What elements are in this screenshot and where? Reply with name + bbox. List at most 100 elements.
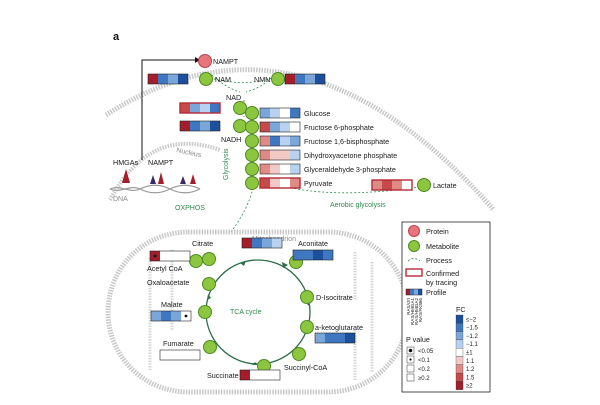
succinyl-coa-label: Succinyl-CoA xyxy=(284,363,327,372)
fc-swatch xyxy=(455,381,464,390)
nmn-node xyxy=(271,72,285,86)
nam-profile-strip xyxy=(147,73,189,85)
pyruvate-node xyxy=(245,176,259,190)
nucleus-label: Nucleus xyxy=(176,147,203,159)
tca-cycle-label: TCA cycle xyxy=(230,309,262,316)
p-swatch xyxy=(406,364,415,373)
oxphos-label: OXPHOS xyxy=(175,205,205,212)
p-level-label: <0.2 xyxy=(418,367,431,373)
acetyl-coa-node xyxy=(189,254,203,268)
legend-p-title: P value xyxy=(406,335,430,344)
d-isocitrate-label: D-Isocitrate xyxy=(316,293,353,302)
pyruvate-profile-strip xyxy=(259,177,301,189)
p-level-label: <0.05 xyxy=(418,349,434,355)
akg-profile-strip xyxy=(314,332,356,344)
oxaloacetate-label: Oxaloacetate xyxy=(147,278,189,287)
legend-metabolite-label: Metabolite xyxy=(426,242,459,251)
g3p-node xyxy=(245,162,259,176)
f6p-node xyxy=(245,120,259,134)
fc-swatch xyxy=(455,348,464,357)
lactate-node xyxy=(417,178,431,192)
legend-p-scale: <0.05 <0.1 <0.2 ≥0.2 xyxy=(406,346,434,382)
f16bp-node xyxy=(245,134,259,148)
legend-protein-label: Protein xyxy=(426,227,449,236)
legend-process-label: Process xyxy=(426,256,452,265)
nmn-profile-strip xyxy=(284,73,326,85)
nad-node xyxy=(233,101,247,115)
citrate-label: Citrate xyxy=(192,239,213,248)
nadh-label: NADH xyxy=(221,135,241,144)
fc-level-label: ±1 xyxy=(466,351,473,357)
succinate-profile-strip xyxy=(239,369,281,381)
p-marker xyxy=(409,358,412,361)
oxaloacetate-node xyxy=(202,277,216,291)
hmga-label: HMGAs xyxy=(113,158,139,167)
fc-swatch xyxy=(455,323,464,332)
legend-profile-column-3: RAS/HMGA2 xyxy=(414,298,419,326)
legend-fc-title: FC xyxy=(456,305,466,314)
fc-swatch xyxy=(455,356,464,365)
akg-node xyxy=(300,320,314,334)
fc-level-label: 1.5 xyxy=(466,375,475,381)
p-level-label: <0.1 xyxy=(418,358,431,364)
fc-swatch xyxy=(455,314,464,324)
f6p-profile-strip xyxy=(259,121,301,133)
succinate-label: Succinate xyxy=(207,371,239,380)
acetyl-coa-label: Acetyl CoA xyxy=(147,264,183,273)
nam-node xyxy=(199,72,213,86)
legend-metabolite-icon xyxy=(408,240,420,252)
glucose-node xyxy=(245,106,259,120)
fc-level-label: 1.1 xyxy=(466,359,475,365)
citrate-profile-strip xyxy=(241,237,283,249)
aconitate-label: Aconitate xyxy=(298,239,328,248)
malate-node xyxy=(198,305,212,319)
nadh-node xyxy=(233,119,247,133)
fumarate-label: Fumarate xyxy=(163,339,194,348)
legend: Protein Metabolite Process Confirmed by … xyxy=(401,221,491,393)
glucose-profile-strip xyxy=(259,107,301,119)
dna-helix xyxy=(109,169,201,194)
legend-confirmed-line1: Confirmed xyxy=(426,269,459,278)
fc-swatch xyxy=(455,372,464,382)
malate-label: Malate xyxy=(161,300,183,309)
nadh-profile-strip xyxy=(179,120,221,132)
glycolysis-label: Glycolysis xyxy=(223,148,230,180)
aerobic-glycolysis-label: Aerobic glycolysis xyxy=(330,202,386,209)
legend-fc-scale: ≤−2−1.5−1.2−1.1±11.11.21.5≥2 xyxy=(455,314,479,390)
fc-level-label: −1.5 xyxy=(466,326,479,332)
fumarate-profile-strip xyxy=(159,349,201,361)
legend-profile-label: Profile xyxy=(426,288,446,297)
fc-level-label: ≥2 xyxy=(466,384,473,390)
legend-profile-column-2: RAS/HMGA1 xyxy=(410,298,415,326)
panel-label: a xyxy=(113,31,120,43)
f16bp-label: Fructose 1,6-bisphosphate xyxy=(304,137,389,146)
p-level-label: ≥0.2 xyxy=(418,376,430,382)
fc-level-label: −1.2 xyxy=(466,334,479,340)
node-circles xyxy=(189,54,431,373)
citrate-node xyxy=(202,252,216,266)
fc-level-label: ≤−2 xyxy=(466,317,477,323)
profile-strips xyxy=(147,73,413,381)
fc-swatch xyxy=(455,331,464,341)
legend-confirmed-line2: by tracing xyxy=(426,278,457,287)
fc-swatch xyxy=(455,364,464,374)
legend-profile-column-1: RAS/ctrl xyxy=(406,298,411,315)
nad-profile-strip xyxy=(179,102,221,114)
legend-process-icon xyxy=(407,258,421,262)
legend-confirmed-icon xyxy=(405,268,423,277)
succinyl-coa-node xyxy=(292,347,306,361)
pyruvate-label: Pyruvate xyxy=(304,179,332,188)
nampt-gene-arrow xyxy=(141,59,196,160)
f6p-label: Fructose 6-phosphate xyxy=(304,123,374,132)
legend-protein-icon xyxy=(408,225,420,237)
dhap-node xyxy=(245,148,259,162)
f16bp-profile-strip xyxy=(259,135,301,147)
p-swatch xyxy=(406,373,415,382)
aconitate-profile-strip xyxy=(292,249,334,261)
fc-swatch xyxy=(455,339,464,349)
lactate-label: Lactate xyxy=(433,181,457,190)
acetyl-coa-profile-strip xyxy=(149,250,191,262)
g3p-label: Glyceraldehyde 3-phosphate xyxy=(304,165,396,174)
